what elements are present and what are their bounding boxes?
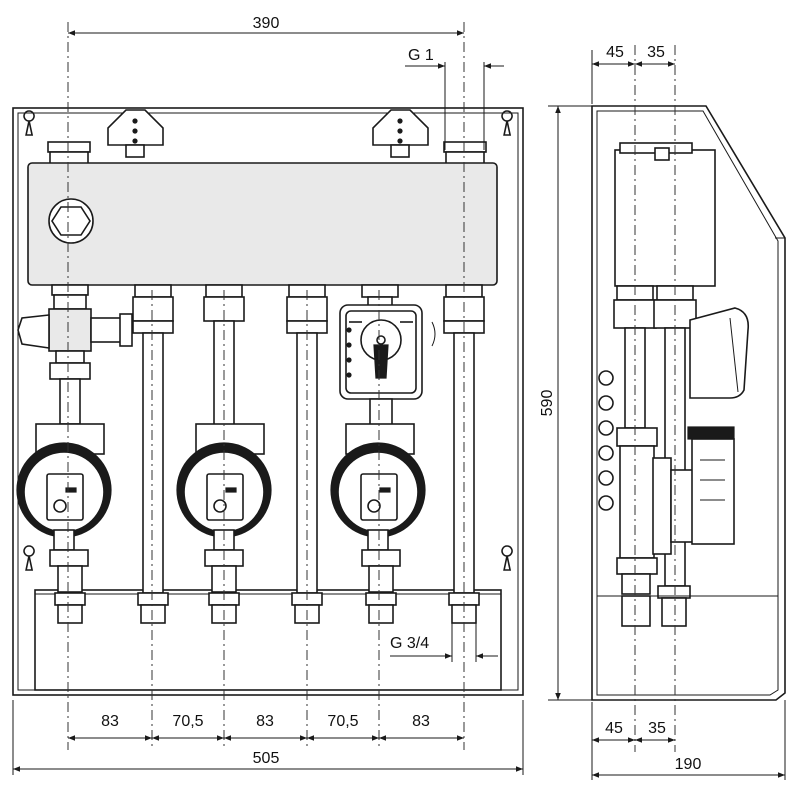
manifold — [27, 162, 498, 286]
spacing-label-2: 70,5 — [172, 713, 203, 730]
side-dimension-top: 45 35 — [591, 44, 675, 104]
pipe-column-2 — [132, 284, 174, 624]
side-view: 45 35 45 35 190 590 — [539, 44, 786, 780]
keyhole-mount — [23, 110, 513, 571]
dimension-590: 590 — [539, 105, 592, 701]
pipe-column-6 — [431, 284, 485, 624]
spacing-label-3: 83 — [256, 713, 274, 730]
dimension-190: 190 — [592, 700, 786, 780]
spacing-label-1: 83 — [101, 713, 119, 730]
pipe-column-5 — [361, 284, 399, 308]
spacing-label-5: 83 — [412, 713, 430, 730]
side-top-45-label: 45 — [606, 44, 624, 61]
dimension-505-label: 505 — [253, 750, 280, 767]
thread-g1-dimension: G 1 — [405, 47, 504, 150]
dimension-590-label: 590 — [539, 390, 556, 417]
side-dimension-bottom: 45 35 — [591, 702, 675, 780]
bottom-trough — [34, 589, 502, 691]
centerline — [67, 22, 465, 750]
side-bottom-45-label: 45 — [605, 720, 623, 737]
thread-g34-label: G 3/4 — [390, 635, 429, 652]
mounting-bracket — [107, 109, 429, 158]
front-view: 390 G 1 G 3/4 83 70,5 — [12, 15, 524, 775]
dimension-390-label: 390 — [253, 15, 280, 32]
thread-g34-dimension: G 3/4 — [390, 605, 498, 662]
circulation-pump-3 — [330, 423, 426, 624]
circulation-pump-1 — [16, 423, 112, 624]
mixing-valve-actuator — [339, 304, 423, 426]
manifold-plug — [48, 198, 94, 244]
dimension-390: 390 — [68, 15, 464, 36]
side-bottom-35-label: 35 — [648, 720, 666, 737]
side-top-35-label: 35 — [647, 44, 665, 61]
front-cabinet — [12, 107, 524, 696]
dimension-505: 505 — [12, 700, 524, 775]
pipe-column-1 — [17, 284, 133, 425]
dimension-190-label: 190 — [675, 756, 702, 773]
thread-g1-label: G 1 — [408, 47, 434, 64]
side-bolts — [598, 370, 614, 511]
spacing-label-4: 70,5 — [327, 713, 358, 730]
dimension-spacing-row: 83 70,5 83 70,5 83 — [68, 713, 464, 741]
